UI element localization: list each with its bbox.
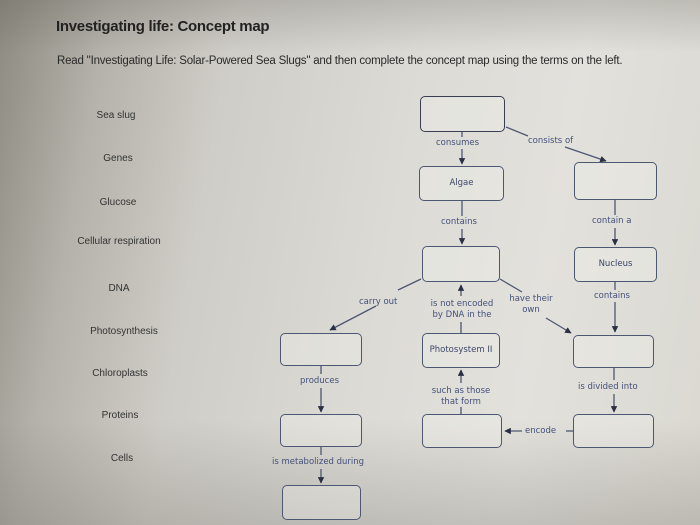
line-carryout-top — [397, 278, 422, 291]
drop-box-left-low[interactable] — [280, 414, 362, 447]
term-genes[interactable]: Genes — [103, 153, 133, 164]
term-chloroplasts[interactable]: Chloroplasts — [92, 368, 148, 379]
drop-box-middle[interactable] — [422, 246, 500, 282]
drop-box-right-low[interactable] — [573, 414, 654, 448]
box-nucleus: Nucleus — [574, 247, 657, 282]
link-label-carry-out: carry out — [359, 297, 398, 307]
link-label-consumes: consumes — [436, 138, 480, 148]
box-algae: Algae — [419, 166, 504, 201]
drop-box-left-mid[interactable] — [280, 333, 362, 366]
link-label-consists-of: consists of — [528, 136, 574, 146]
term-cellular-respiration[interactable]: Cellular respiration — [77, 236, 161, 247]
box-photosystem-ii: Photosystem II — [422, 333, 500, 368]
drop-box-right-mid[interactable] — [573, 335, 654, 368]
term-photosynthesis[interactable]: Photosynthesis — [90, 326, 158, 337]
link-label-encode: encode — [525, 426, 557, 436]
link-label-produces: produces — [300, 376, 340, 386]
instructions: Read "Investigating Life: Solar-Powered … — [57, 55, 623, 67]
link-label-contains-2: contains — [594, 291, 630, 301]
line-consists-top — [505, 126, 529, 137]
term-sea-slug[interactable]: Sea slug — [96, 110, 136, 121]
link-label-such-as: such as those that form — [431, 386, 491, 407]
link-label-metabolized-during: is metabolized during — [272, 457, 365, 467]
drop-box-top[interactable] — [420, 96, 505, 132]
link-label-divided-into: is divided into — [578, 382, 638, 392]
term-cells[interactable]: Cells — [110, 453, 134, 464]
drop-box-center-low[interactable] — [422, 414, 502, 448]
line-carryout-arrow — [329, 305, 377, 331]
term-glucose[interactable]: Glucose — [99, 197, 137, 208]
link-label-contain-a: contain a — [592, 216, 632, 226]
drop-box-right-top[interactable] — [574, 162, 657, 200]
term-dna[interactable]: DNA — [108, 283, 130, 294]
link-label-have-their-own: have their own — [509, 294, 553, 315]
line-consists-arrow — [564, 146, 607, 163]
link-label-not-encoded: is not encoded by DNA in the — [430, 299, 494, 320]
line-have-top — [499, 278, 523, 293]
drop-box-bottom[interactable] — [282, 485, 361, 520]
page-title: Investigating life: Concept map — [56, 18, 270, 35]
line-have-arrow — [545, 317, 572, 334]
term-proteins[interactable]: Proteins — [101, 410, 139, 421]
link-label-contains: contains — [441, 217, 477, 227]
